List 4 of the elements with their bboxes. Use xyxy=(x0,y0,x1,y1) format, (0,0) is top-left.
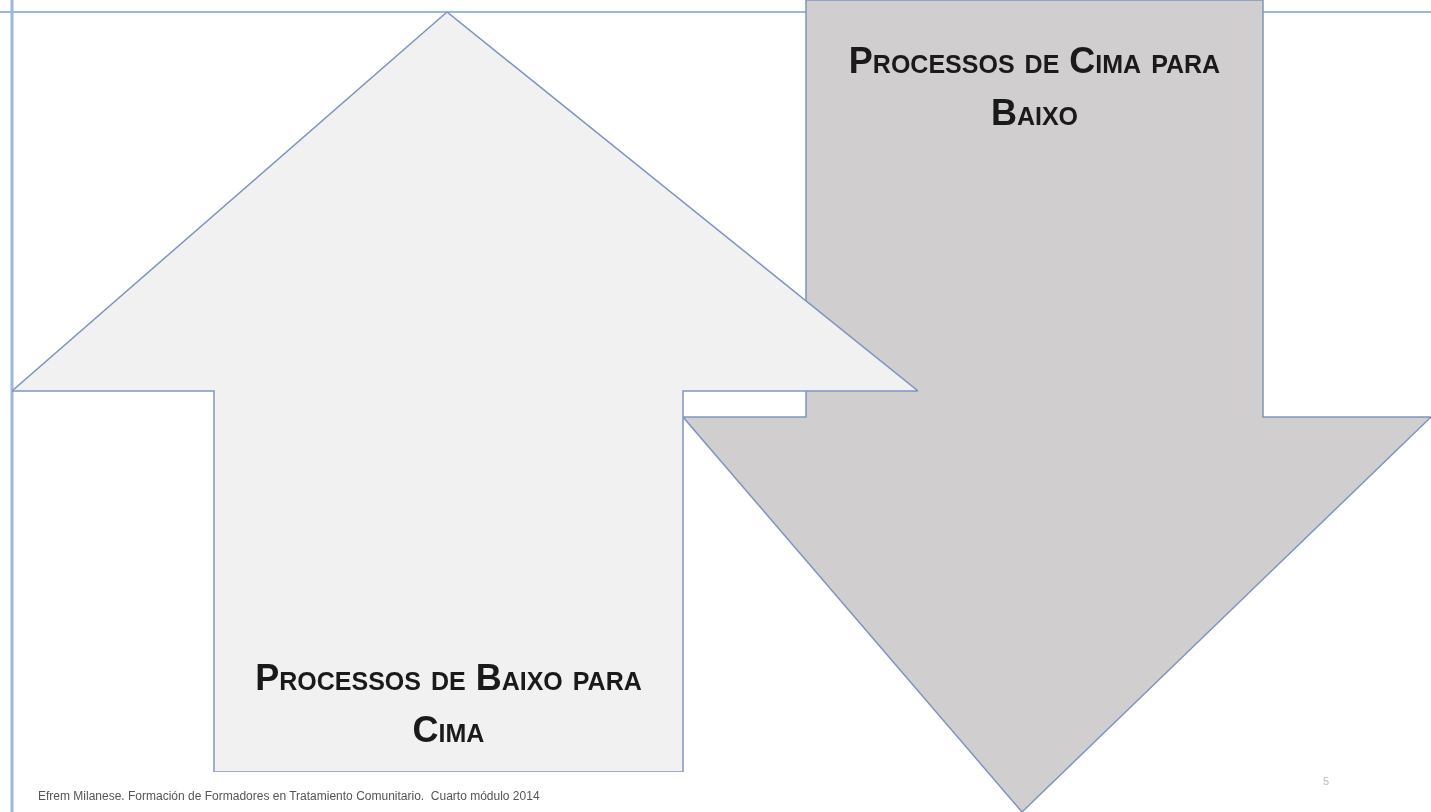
arrow-label: Processos de Baixo para Cima xyxy=(254,656,643,752)
page-number: 5 xyxy=(1323,775,1330,787)
footer-citation: Efrem Milanese. Formación de Formadores en Tratamiento Comunitario. Cuarto módulo 2014 xyxy=(38,789,540,803)
arrow-label: Processos de Cima para Baixo xyxy=(847,39,1222,135)
